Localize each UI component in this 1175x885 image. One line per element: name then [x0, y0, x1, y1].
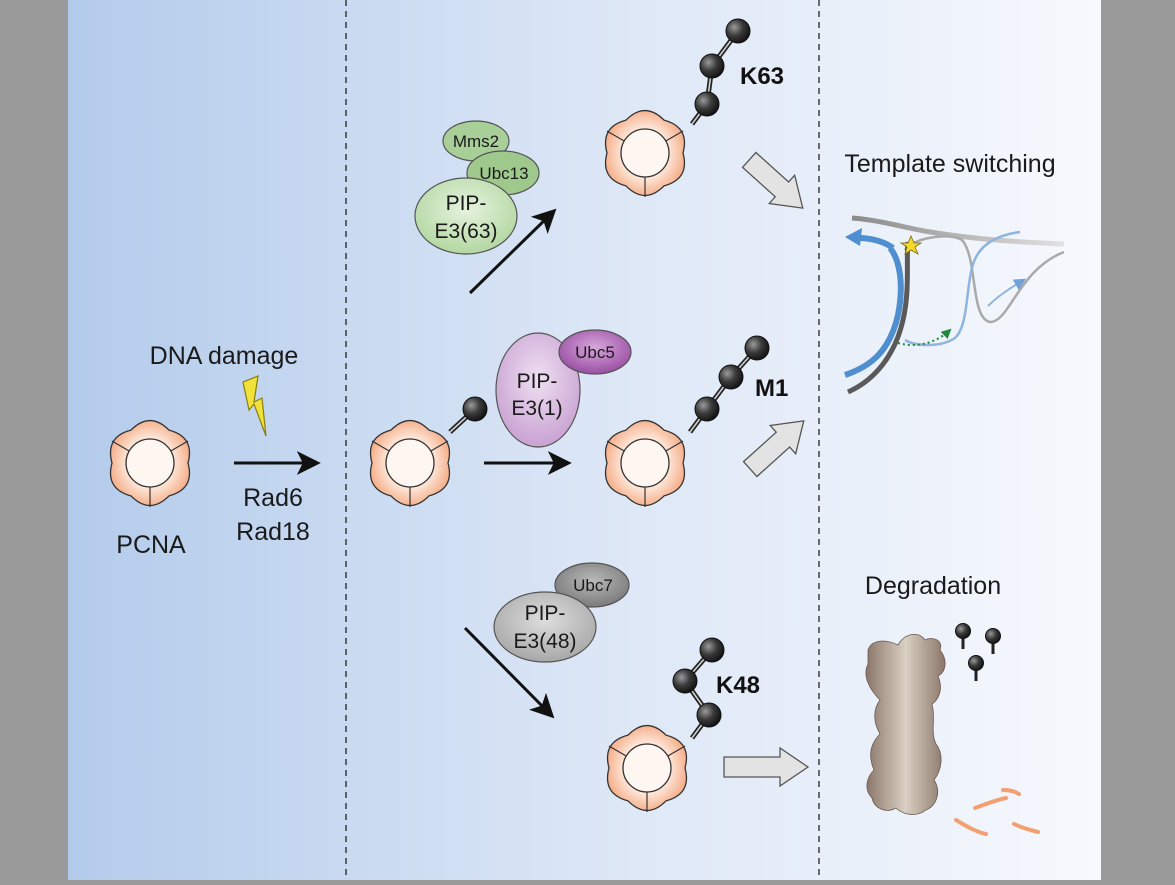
dna-strand-grey-bottom — [846, 241, 911, 395]
e3-48-complex — [493, 562, 630, 663]
lesion-star-icon — [899, 234, 923, 255]
rad6-label: Rad6 — [243, 484, 303, 512]
free-ubiquitin-ball — [985, 628, 1001, 644]
pcna-subunit-divider — [111, 440, 130, 452]
ubiquitin-chain — [690, 18, 751, 126]
ubiquitin-ball — [694, 91, 720, 117]
ubiquitin-ball — [699, 53, 725, 79]
mms2-label: Mms2 — [453, 132, 499, 151]
degradation-label: Degradation — [865, 572, 1001, 600]
ubiquitin-ball — [694, 396, 720, 422]
ubiquitin-chain — [687, 335, 770, 434]
outcome-arrow-m1 — [742, 420, 805, 478]
ubiquitin-ball — [725, 18, 751, 44]
free-ubiquitin — [968, 655, 984, 681]
pcna-ring-hole — [620, 438, 670, 488]
pcna-subunit-divider — [371, 440, 390, 452]
pip-e3-48-blob — [493, 591, 597, 663]
ubiquitin-ball — [718, 364, 744, 390]
background-panel — [68, 0, 1101, 880]
pcna-ring-hole — [385, 438, 435, 488]
pip-e3-63-label-line1: PIP- — [446, 192, 487, 215]
pip-e3-1-blob — [495, 332, 581, 448]
green-dotted-arrow — [897, 328, 952, 347]
ubiquitin-chain — [448, 396, 488, 434]
outcome-arrow-k63 — [741, 151, 804, 209]
ubiquitin-ball — [696, 702, 722, 728]
ubiquitin-ball — [672, 668, 698, 694]
lightning-bolt-icon — [242, 375, 267, 437]
k48-label: K48 — [716, 672, 760, 699]
pcna-ring — [606, 724, 688, 812]
dna-strand-grey-top — [851, 215, 1065, 247]
ubiquitin-ball — [699, 637, 725, 663]
pcna-ring-hole — [620, 128, 670, 178]
pip-e3-48-label-line1: PIP- — [525, 602, 566, 625]
dna-strand-blue-bottom — [844, 246, 904, 378]
rad18-label: Rad18 — [236, 518, 310, 546]
peptide-fragment — [1012, 822, 1040, 834]
pcna-ring — [109, 419, 191, 507]
pip-e3-1-label-line2: E3(1) — [511, 397, 562, 420]
pcna-subunit-divider — [170, 440, 189, 452]
pcna-subunit-divider — [430, 440, 449, 452]
arrow-to-k48 — [463, 626, 555, 719]
ubiquitin-ball — [462, 396, 488, 422]
pip-e3-1-label-line1: PIP- — [517, 370, 558, 393]
ubc7-blob — [554, 562, 630, 608]
pcna-ring — [604, 109, 686, 197]
ubc13-label: Ubc13 — [479, 164, 528, 183]
pcna-subunit-divider — [606, 130, 625, 142]
proteasome-icon — [865, 633, 946, 815]
template-switching-label: Template switching — [844, 150, 1055, 178]
pcna-subunit-divider — [667, 745, 686, 757]
pcna-subunit-divider — [665, 440, 684, 452]
peptide-fragment — [973, 796, 1008, 810]
proteasome-illustration — [865, 633, 1040, 836]
ubiquitin-ball — [744, 335, 770, 361]
pcna-ring-hole — [622, 743, 672, 793]
free-ubiquitin — [955, 623, 971, 649]
peptide-fragment — [1001, 788, 1021, 796]
pip-e3-63-blob — [414, 177, 518, 255]
template-switching-illustration — [844, 215, 1065, 395]
free-ubiquitin-ball — [955, 623, 971, 639]
free-ubiquitin-ball — [968, 655, 984, 671]
dna-damage-label: DNA damage — [150, 342, 299, 370]
pcna-subunit-divider — [606, 440, 625, 452]
pcna-ring — [604, 419, 686, 507]
ubc7-label: Ubc7 — [573, 576, 613, 595]
pcna-ring — [369, 419, 451, 507]
m1-label: M1 — [755, 375, 788, 402]
k63-label: K63 — [740, 63, 784, 90]
pcna-ring-hole — [125, 438, 175, 488]
e3-63-complex — [414, 120, 540, 255]
pcna-subunit-divider — [665, 130, 684, 142]
ubc5-label: Ubc5 — [575, 343, 615, 362]
pcna-label: PCNA — [116, 531, 186, 559]
pcna-subunit-divider — [608, 745, 627, 757]
dna-strand-blue-top — [857, 235, 895, 251]
pip-e3-63-label-line2: E3(63) — [434, 220, 497, 243]
blue-strand-arrowhead — [845, 228, 862, 246]
outcome-arrow-k48 — [723, 746, 810, 788]
e3-1-complex — [495, 329, 632, 448]
ubiquitin-chain — [672, 637, 725, 740]
dna-strand-blue-loop — [904, 230, 1021, 347]
free-ubiquitin — [985, 628, 1001, 654]
arrow-to-k63 — [468, 208, 557, 295]
ubc5-blob — [558, 329, 632, 375]
dna-strand-blue-nascent — [987, 278, 1027, 307]
pip-e3-48-label-line2: E3(48) — [513, 630, 576, 653]
peptide-fragment — [954, 818, 988, 836]
